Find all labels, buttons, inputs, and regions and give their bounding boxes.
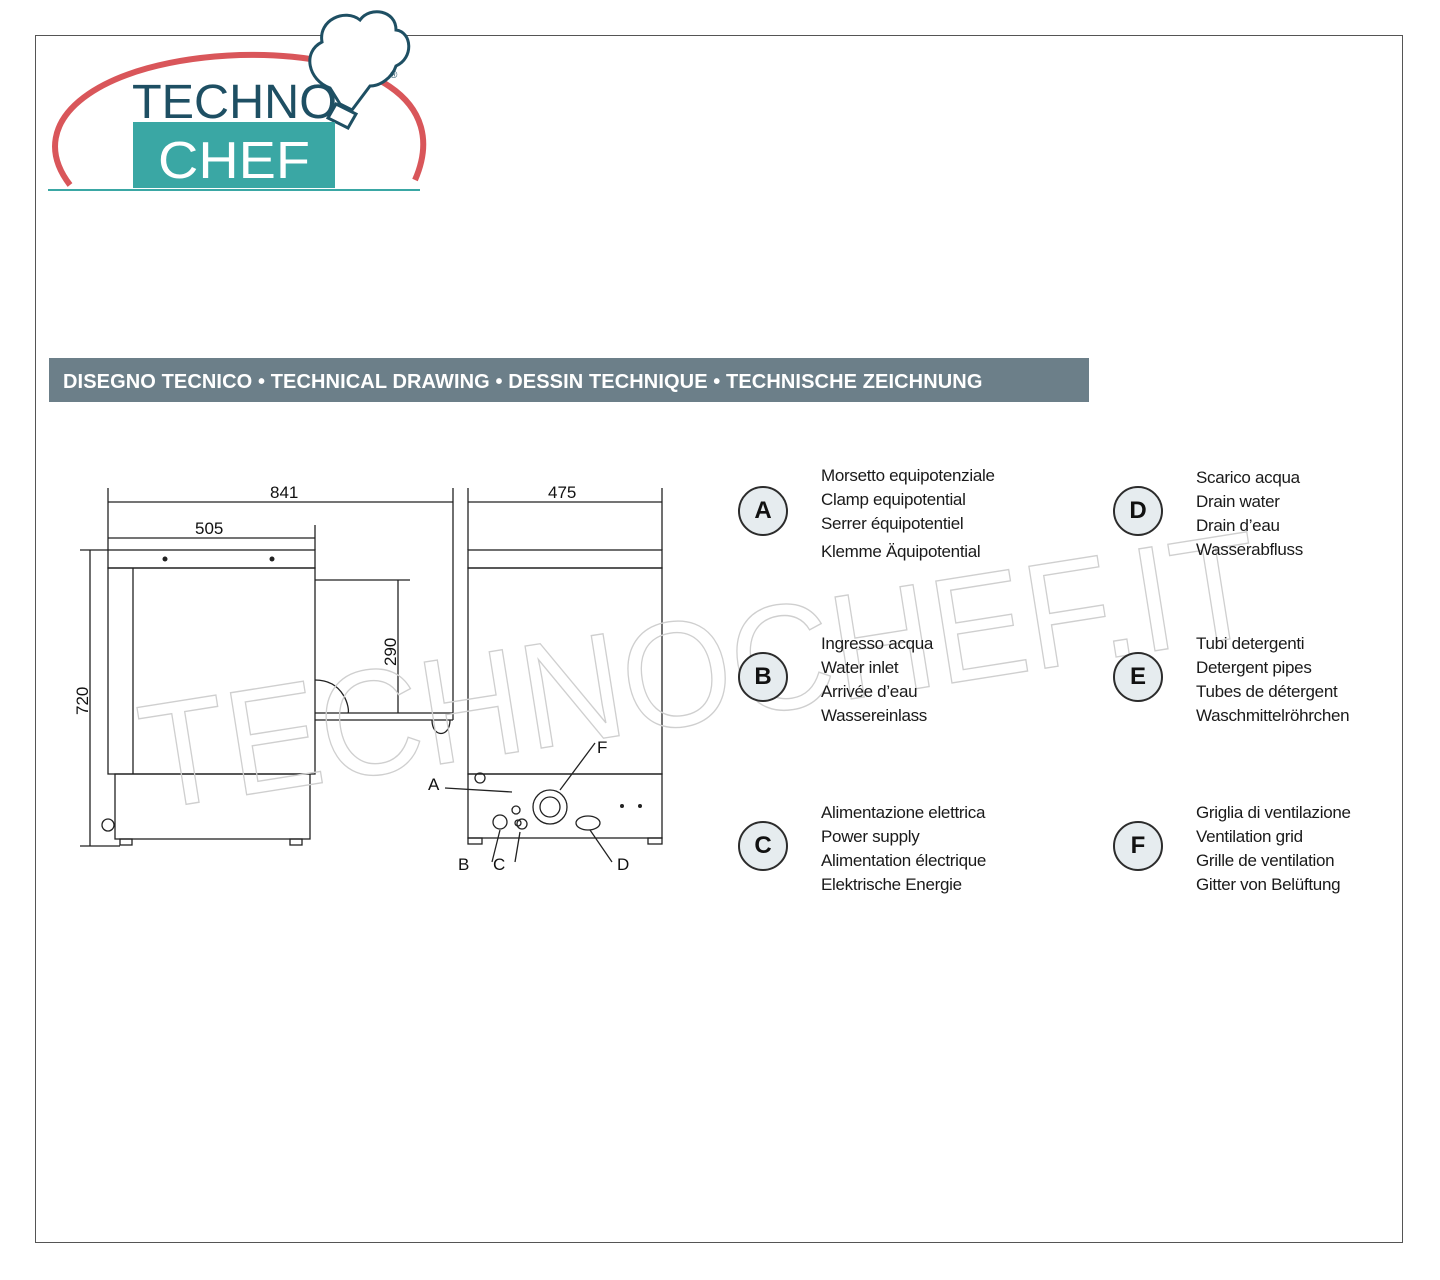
legend-text-en: Power supply: [821, 827, 920, 846]
logo-registered: ®: [390, 70, 398, 81]
screw-dot: [638, 804, 642, 808]
screw-dot: [162, 556, 168, 562]
dim-depth-total: 841: [270, 483, 298, 502]
legend-text-en: Drain water: [1196, 492, 1280, 511]
page-frame: [35, 35, 1403, 1243]
legend-letter-badge: A: [738, 486, 788, 536]
legend-text-de: Elektrische Energie: [821, 875, 962, 894]
legend-text-fr: Drain d’eau: [1196, 516, 1280, 535]
technochef-logo: ® TECHNO CHEF: [48, 10, 427, 191]
legend-text-it: Scarico acqua: [1196, 468, 1300, 487]
legend-letter-badge: F: [1113, 821, 1163, 871]
dim-width: 475: [548, 483, 576, 502]
front-view: [444, 488, 663, 863]
legend-letter-badge: B: [738, 652, 788, 702]
chef-hat-icon: [308, 10, 411, 130]
dim-door-height: 290: [381, 638, 400, 666]
legend-text-de: Wassereinlass: [821, 706, 928, 725]
legend-letter-badge: E: [1113, 652, 1163, 702]
legend-text-en: Water inlet: [821, 658, 899, 677]
callout-b: B: [458, 855, 469, 874]
legend-letter-badge: D: [1113, 486, 1163, 536]
legend-text-de: Klemme Äquipotential: [821, 542, 981, 561]
legend-text-it: Griglia di ventilazione: [1196, 803, 1351, 822]
callout-d: D: [617, 855, 629, 874]
legend-text-en: Detergent pipes: [1196, 658, 1312, 677]
callout-c: C: [493, 855, 505, 874]
callout-f: F: [597, 738, 607, 757]
legend-text-de: Wasserabfluss: [1196, 540, 1303, 559]
screw-dot: [620, 804, 624, 808]
legend-text-fr: Alimentation électrique: [821, 851, 987, 870]
legend-text-it: Alimentazione elettrica: [821, 803, 986, 822]
section-banner: DISEGNO TECNICO • TECHNICAL DRAWING • DE…: [49, 358, 1089, 402]
callout-a: A: [428, 775, 440, 794]
legend-text-fr: Arrivée d’eau: [821, 682, 918, 701]
logo-techno: TECHNO: [132, 76, 337, 129]
logo-arc: [52, 51, 427, 187]
side-view: [80, 488, 454, 847]
technical-drawing: 841 505 475 720 290 A B C D F: [73, 483, 663, 874]
legend-text-it: Tubi detergenti: [1196, 634, 1305, 653]
legend-text-en: Ventilation grid: [1196, 827, 1303, 846]
legend-text-fr: Tubes de détergent: [1196, 682, 1338, 701]
legend-text-de: Gitter von Belüftung: [1196, 875, 1341, 894]
banner-title: DISEGNO TECNICO • TECHNICAL DRAWING • DE…: [63, 371, 983, 393]
logo-chef: CHEF: [158, 132, 310, 190]
logo-chef-box: [133, 122, 335, 188]
dim-depth-body: 505: [195, 519, 223, 538]
dim-height: 720: [73, 687, 92, 715]
legend-text-it: Morsetto equipotenziale: [821, 466, 995, 485]
legend-text-fr: Grille de ventilation: [1196, 851, 1335, 870]
legend-text-fr: Serrer équipotentiel: [821, 514, 964, 533]
legend-text-de: Waschmittelröhrchen: [1196, 706, 1350, 725]
legend-text-it: Ingresso acqua: [821, 634, 934, 653]
screw-dot: [269, 556, 275, 562]
legend-letter-badge: C: [738, 821, 788, 871]
legend-text-en: Clamp equipotential: [821, 490, 966, 509]
